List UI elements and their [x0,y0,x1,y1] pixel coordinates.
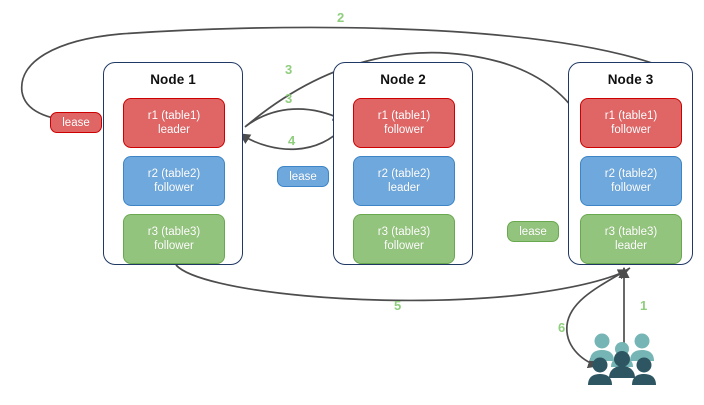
step-label-2: 2 [337,10,345,25]
replica-n2r3[interactable]: r3 (table3) follower [353,214,455,264]
lease-badge-r2[interactable]: lease [277,166,329,187]
node-box-node2[interactable]: Node 2 r1 (table1) follower r2 (table2) … [333,62,473,265]
replica-n2r1[interactable]: r1 (table1) follower [353,98,455,148]
replica-name: r3 (table3) [147,226,201,238]
lease-badge-r1[interactable]: lease [50,112,102,133]
node-box-node3[interactable]: Node 3 r1 (table1) follower r2 (table2) … [568,62,693,265]
replica-role: leader [158,124,190,136]
replica-name: r3 (table3) [604,226,658,238]
step-label-6: 6 [558,320,566,335]
node-box-node1[interactable]: Node 1 r1 (table1) leader r2 (table2) fo… [103,62,243,265]
replica-role: leader [615,240,647,252]
replica-name: r1 (table1) [147,110,201,122]
replica-role: follower [384,240,424,252]
lease-badge-r3[interactable]: lease [507,221,559,242]
replica-role: follower [611,182,651,194]
replica-role: follower [154,182,194,194]
users-icon [588,332,660,388]
edge-step-2 [20,26,653,127]
replica-role: follower [154,240,194,252]
step-label-4: 4 [288,133,296,148]
replica-n1r2[interactable]: r2 (table2) follower [123,156,225,206]
node-title: Node 2 [380,72,426,87]
replica-name: r1 (table1) [377,110,431,122]
replica-name: r3 (table3) [377,226,431,238]
replica-n2r2[interactable]: r2 (table2) leader [353,156,455,206]
step-label-3-upper: 3 [285,62,293,77]
replica-n1r1[interactable]: r1 (table1) leader [123,98,225,148]
edge-step-5 [175,264,629,302]
replica-role: follower [384,124,424,136]
replica-n3r3[interactable]: r3 (table3) leader [580,214,682,264]
step-label-3-lower: 3 [285,91,293,106]
replica-n1r3[interactable]: r3 (table3) follower [123,214,225,264]
replica-n3r1[interactable]: r1 (table1) follower [580,98,682,148]
replica-n3r2[interactable]: r2 (table2) follower [580,156,682,206]
step-label-1: 1 [640,298,648,313]
replica-role: leader [388,182,420,194]
node-title: Node 1 [150,72,196,87]
replica-name: r1 (table1) [604,110,658,122]
replica-name: r2 (table2) [604,168,658,180]
replica-role: follower [611,124,651,136]
edge-step-3-node2 [245,108,344,127]
replica-name: r2 (table2) [377,168,431,180]
node-title: Node 3 [607,72,654,87]
edge-step-6 [566,267,631,369]
step-label-5: 5 [394,298,402,313]
edge-step-3-node3 [244,51,581,128]
replica-name: r2 (table2) [147,168,201,180]
